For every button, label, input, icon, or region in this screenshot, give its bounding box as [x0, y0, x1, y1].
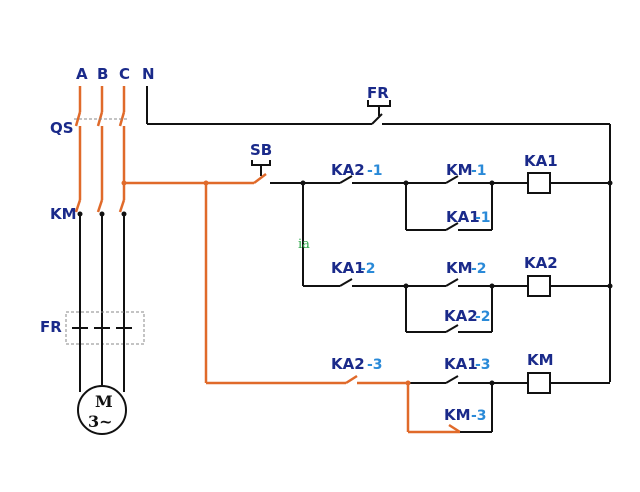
rung1-ka1-hold-prefix: KA1 [446, 208, 480, 226]
rung2-km-suffix: -2 [471, 261, 487, 277]
motor: M 3~ [77, 385, 127, 435]
rung2-ka2-hold-prefix: KA2 [444, 307, 478, 325]
rung1-km-prefix: KM [446, 161, 473, 179]
rung-3-wiring [408, 372, 610, 433]
rung2-coil-label: KA2 [524, 254, 558, 272]
rung2-ka1-suffix: -2 [360, 261, 376, 277]
fr-main-label: FR [40, 318, 62, 336]
phase-a-label: A [76, 65, 88, 83]
sb-label: SB [250, 141, 272, 159]
rung3-ka1-prefix: KA1 [444, 355, 478, 373]
qs-isolator-switch [74, 111, 128, 200]
qs-label: QS [50, 119, 74, 137]
neutral-n-label: N [142, 65, 155, 83]
rung3-km-hold-prefix: KM [444, 406, 471, 424]
phase-lines-lower [79, 214, 125, 322]
rung2-ka1-prefix: KA1 [331, 259, 365, 277]
rung2-km-prefix: KM [446, 259, 473, 277]
fr-nc-contact [367, 100, 391, 116]
control-supply-wire [124, 181, 461, 434]
rung3-ka1-suffix: -3 [475, 357, 491, 373]
rung3-ka2-suffix: -3 [367, 357, 383, 373]
rung1-coil-label: KA1 [524, 152, 558, 170]
motor-letter: M [95, 392, 113, 411]
phase-c-label: C [119, 65, 130, 83]
fr-top-label: FR [367, 84, 389, 102]
rung1-km-suffix: -1 [471, 163, 487, 179]
rung-1-wiring [270, 172, 610, 286]
fr-thermal-relay [65, 311, 145, 345]
phase-lines-upper [78, 86, 126, 112]
rung1-ka2-suffix: -1 [367, 163, 383, 179]
neutral-line [146, 86, 611, 382]
phase-b-label: B [97, 65, 108, 83]
km-main-label: KM [50, 205, 77, 223]
rung3-ka2-prefix: KA2 [331, 355, 365, 373]
motor-phase-symbol: 3~ [88, 412, 113, 431]
rung3-km-hold-suffix: -3 [471, 408, 487, 424]
stray-mark: ia [298, 237, 310, 252]
rung1-ka2-prefix: KA2 [331, 161, 365, 179]
motor-feed-lines [79, 340, 125, 392]
rung1-ka1-hold-suffix: -1 [475, 210, 491, 226]
sb-push-button [251, 160, 271, 184]
rung3-coil-label: KM [527, 351, 554, 369]
rung2-ka2-hold-suffix: -2 [475, 309, 491, 325]
